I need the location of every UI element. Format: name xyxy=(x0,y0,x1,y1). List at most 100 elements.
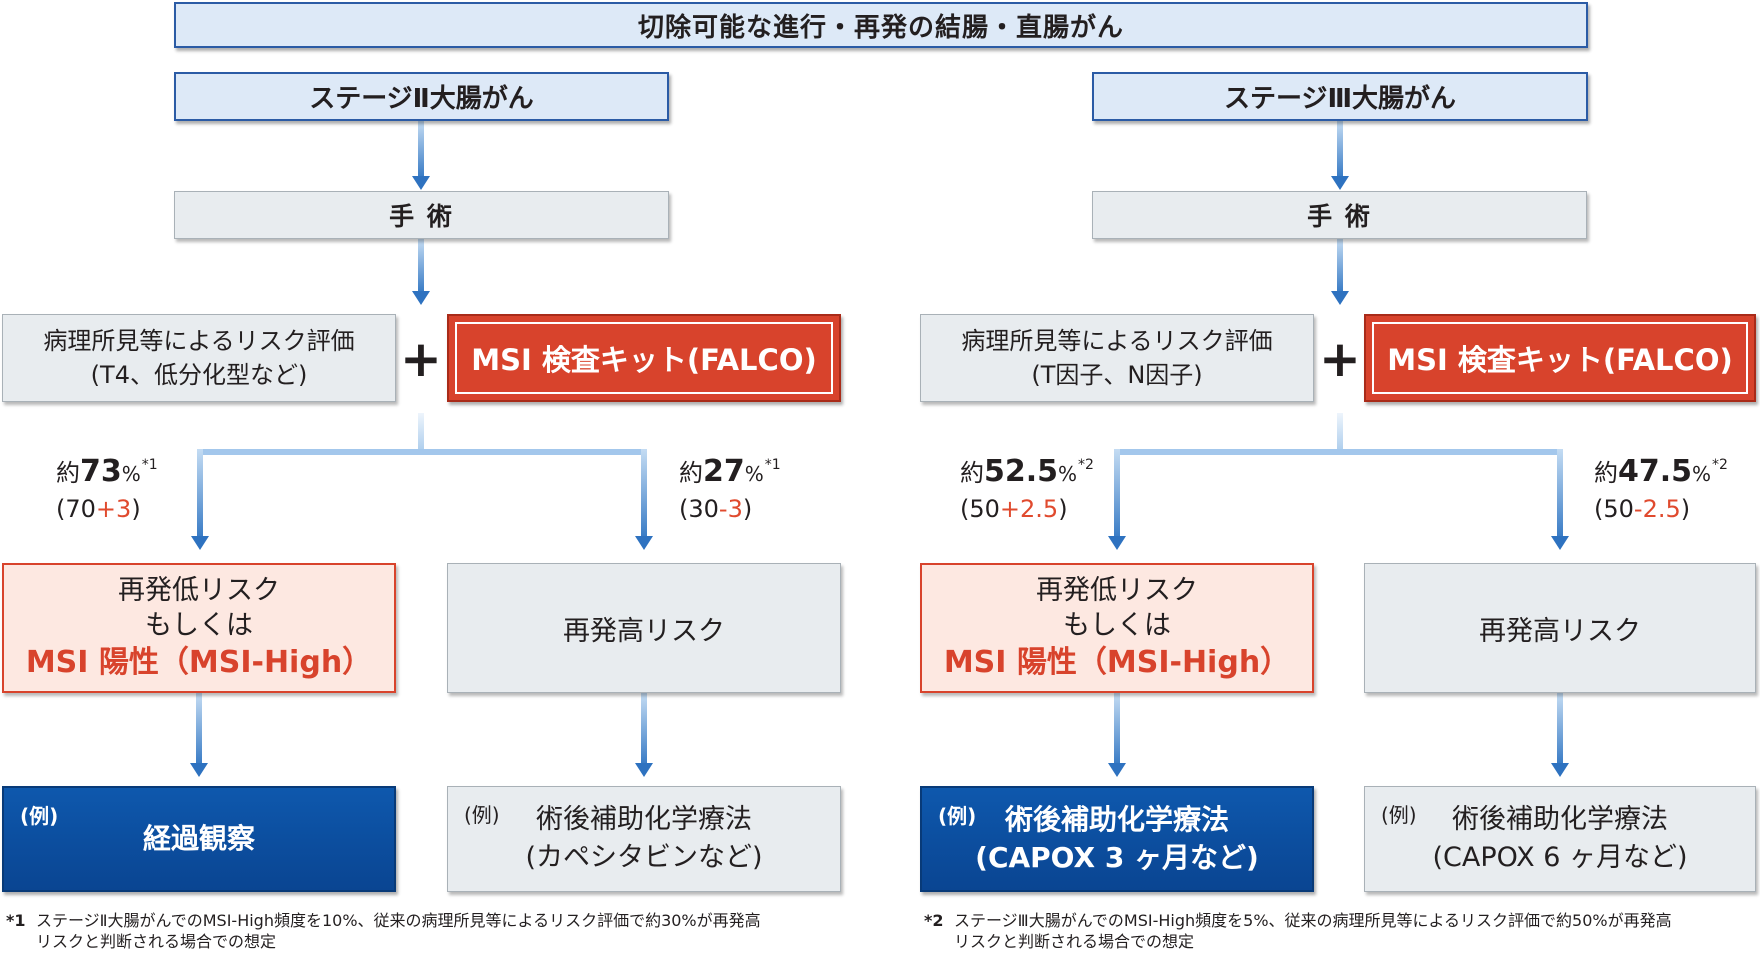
title-banner: 切除可能な進行・再発の結腸・直腸がん xyxy=(174,2,1588,48)
low-risk-box-right: 再発低リスク もしくは MSI 陽性（MSI-High） xyxy=(920,563,1314,693)
footnote-ref: *2 xyxy=(1712,457,1728,473)
paren-open: ( xyxy=(679,495,689,523)
about-prefix: 約 xyxy=(56,459,80,487)
base-value: 70 xyxy=(65,495,96,523)
about-prefix: 約 xyxy=(1594,459,1618,487)
footnote-text: ステージⅡ大腸がんでのMSI-High頻度を10%、従来の病理所見等によるリスク… xyxy=(36,910,761,952)
msi-test-kit-box-right: MSI 検査キット(FALCO) xyxy=(1364,314,1756,402)
base-value: 50 xyxy=(969,495,1000,523)
paren-open: ( xyxy=(56,495,66,523)
arrow-surgery-to-evaluation-left xyxy=(412,239,430,305)
example-tag: (例) xyxy=(1381,803,1417,827)
about-prefix: 約 xyxy=(960,459,984,487)
arrow-stage2-to-surgery xyxy=(412,121,430,190)
percentage-breakdown: (70+3) xyxy=(56,493,158,525)
footnote-ref: *2 xyxy=(1078,457,1094,473)
outcome-label: 術後補助化学療法 xyxy=(1452,804,1668,835)
percentage-line: 約27%*1 xyxy=(679,446,781,493)
example-tag: (例) xyxy=(20,804,59,828)
plus-sign: + xyxy=(1319,330,1361,388)
percentage-line: 約47.5%*2 xyxy=(1594,446,1728,493)
delta-value: +3 xyxy=(95,495,132,523)
arrow-high-risk-to-outcome-left xyxy=(635,693,653,777)
about-prefix: 約 xyxy=(679,459,703,487)
high-risk-label: 再発高リスク xyxy=(1479,615,1641,647)
outcome-label: 術後補助化学療法 xyxy=(1004,803,1229,836)
risk-evaluation-detail: (T4、低分化型など) xyxy=(90,361,308,389)
branch-label-stage3-low: 約52.5%*2 (50+2.5) xyxy=(960,446,1094,525)
arrow-low-risk-to-outcome-right xyxy=(1108,693,1126,777)
percentage-breakdown: (30-3) xyxy=(679,493,781,525)
low-risk-label: 再発低リスク xyxy=(1036,575,1198,606)
percentage-value: 47.5 xyxy=(1618,454,1693,489)
percentage-breakdown: (50+2.5) xyxy=(960,493,1094,525)
low-risk-box-left: 再発低リスク もしくは MSI 陽性（MSI-High） xyxy=(2,563,396,693)
footnote-line: リスクと判断される場合での想定 xyxy=(36,932,277,951)
risk-evaluation-box-right: 病理所見等によるリスク評価 (T因子、N因子) xyxy=(920,314,1314,402)
base-value: 50 xyxy=(1603,495,1634,523)
stage2-label: ステージⅡ大腸がん xyxy=(309,84,534,114)
surgery-box-right: 手 術 xyxy=(1092,191,1587,239)
arrow-to-low-risk-left xyxy=(191,449,209,550)
surgery-label: 手 術 xyxy=(389,202,454,231)
branch-label-stage3-high: 約47.5%*2 (50-2.5) xyxy=(1594,446,1728,525)
arrow-stage3-to-surgery xyxy=(1331,121,1349,190)
delta-value: -2.5 xyxy=(1633,495,1681,523)
high-risk-box-left: 再発高リスク xyxy=(447,563,841,693)
percent-unit: % xyxy=(1692,462,1712,486)
arrow-low-risk-to-outcome-left xyxy=(190,693,208,777)
percentage-value: 52.5 xyxy=(984,454,1059,489)
outcome-chemo-3month-box: (例) 術後補助化学療法 (CAPOX 3 ヶ月など) xyxy=(920,786,1314,892)
risk-evaluation-detail: (T因子、N因子) xyxy=(1031,361,1203,389)
stage3-box: ステージⅢ大腸がん xyxy=(1092,72,1588,121)
example-tag: (例) xyxy=(464,803,500,827)
stage2-box: ステージⅡ大腸がん xyxy=(174,72,669,121)
low-risk-label: 再発低リスク xyxy=(118,575,280,606)
arrow-to-high-risk-right xyxy=(1551,449,1569,550)
percentage-line: 約52.5%*2 xyxy=(960,446,1094,493)
percent-unit: % xyxy=(744,462,764,486)
footnote-line: ステージⅢ大腸がんでのMSI-High頻度を5%、従来の病理所見等によるリスク評… xyxy=(954,911,1672,930)
arrow-to-low-risk-right xyxy=(1108,449,1126,550)
footnote-1: *1 ステージⅡ大腸がんでのMSI-High頻度を10%、従来の病理所見等による… xyxy=(6,910,761,952)
msi-test-kit-label: MSI 検査キット(FALCO) xyxy=(471,343,817,377)
example-tag: (例) xyxy=(938,804,977,828)
percentage-breakdown: (50-2.5) xyxy=(1594,493,1728,525)
arrow-to-high-risk-left xyxy=(635,449,653,550)
plus-sign: + xyxy=(400,330,442,388)
paren-close: ) xyxy=(131,495,141,523)
percent-unit: % xyxy=(121,462,141,486)
percentage-line: 約73%*1 xyxy=(56,446,158,493)
outcome-detail: (カペシタビンなど) xyxy=(525,842,763,873)
surgery-label: 手 術 xyxy=(1307,202,1372,231)
outcome-detail: (CAPOX 6 ヶ月など) xyxy=(1432,842,1688,873)
footnote-ref: *1 xyxy=(141,457,158,473)
diagram-title: 切除可能な進行・再発の結腸・直腸がん xyxy=(637,12,1124,43)
stage3-label: ステージⅢ大腸がん xyxy=(1223,84,1457,114)
delta-value: -3 xyxy=(718,495,743,523)
risk-evaluation-box-left: 病理所見等によるリスク評価 (T4、低分化型など) xyxy=(2,314,396,402)
outcome-chemo-6month-box: (例) 術後補助化学療法 (CAPOX 6 ヶ月など) xyxy=(1364,786,1756,892)
delta-value: +2.5 xyxy=(999,495,1059,523)
msi-test-kit-label: MSI 検査キット(FALCO) xyxy=(1387,343,1733,377)
percentage-value: 73 xyxy=(80,454,122,489)
msi-test-kit-box-left: MSI 検査キット(FALCO) xyxy=(447,314,841,402)
surgery-box-left: 手 術 xyxy=(174,191,669,239)
outcome-label: 経過観察 xyxy=(142,822,255,855)
arrow-high-risk-to-outcome-right xyxy=(1551,693,1569,777)
percent-unit: % xyxy=(1058,462,1078,486)
msi-high-label: MSI 陽性（MSI-High） xyxy=(25,645,373,680)
branch-label-stage2-low: 約73%*1 (70+3) xyxy=(56,446,158,525)
outcome-label: 術後補助化学療法 xyxy=(536,804,752,835)
footnote-line: リスクと判断される場合での想定 xyxy=(954,932,1195,951)
footnote-mark: *2 xyxy=(924,911,944,930)
risk-evaluation-title: 病理所見等によるリスク評価 xyxy=(43,327,355,355)
or-label: もしくは xyxy=(1063,610,1171,641)
paren-open: ( xyxy=(960,495,970,523)
footnote-line: ステージⅡ大腸がんでのMSI-High頻度を10%、従来の病理所見等によるリスク… xyxy=(36,911,761,930)
risk-evaluation-title: 病理所見等によるリスク評価 xyxy=(961,327,1273,355)
paren-close: ) xyxy=(1680,495,1691,523)
footnote-2: *2 ステージⅢ大腸がんでのMSI-High頻度を5%、従来の病理所見等によるリ… xyxy=(924,910,1672,952)
percentage-value: 27 xyxy=(703,454,745,489)
